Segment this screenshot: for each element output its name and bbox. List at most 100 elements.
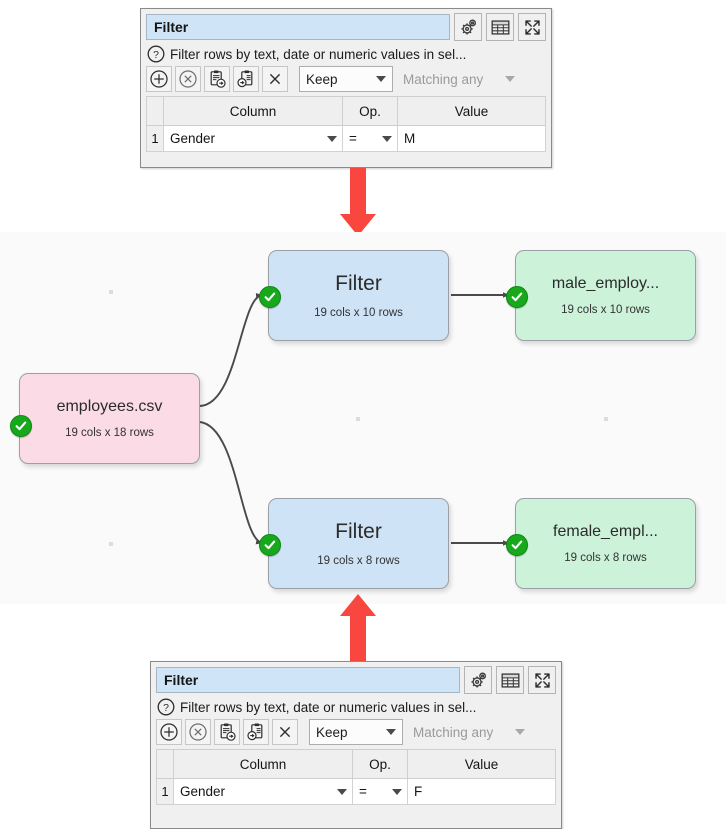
annotation-arrow-down <box>330 168 386 238</box>
cell-value[interactable]: F <box>407 778 556 805</box>
node-subtitle: 19 cols x 8 rows <box>317 555 400 568</box>
question-icon[interactable]: ? <box>147 45 165 63</box>
th-value[interactable]: Value <box>397 96 546 126</box>
copy-to-icon[interactable] <box>204 66 230 92</box>
filter-name-input[interactable]: Filter <box>146 14 450 40</box>
panel-description: Filter rows by text, date or numeric val… <box>170 46 467 62</box>
panel-toolbar-row: Keep Matching any <box>156 719 556 745</box>
match-mode-value: Matching any <box>413 724 494 740</box>
node-title: Filter <box>335 519 382 543</box>
cell-value-text: F <box>414 784 423 799</box>
node-filter-male[interactable]: Filter 19 cols x 10 rows <box>259 250 449 341</box>
chevron-down-icon <box>386 729 396 735</box>
table-header-row: Column Op. Value <box>146 96 546 126</box>
add-icon[interactable] <box>146 66 172 92</box>
table-row[interactable]: 1 Gender = M <box>146 125 546 152</box>
add-icon[interactable] <box>156 719 182 745</box>
question-icon[interactable]: ? <box>157 698 175 716</box>
panel-toolbar-row: Keep Matching any <box>146 66 546 92</box>
expand-icon[interactable] <box>518 13 546 41</box>
status-badge-ok <box>259 286 281 308</box>
keep-mode-value: Keep <box>316 724 348 740</box>
cell-column-value: Gender <box>170 131 216 146</box>
grid-dot <box>604 417 608 421</box>
th-column[interactable]: Column <box>163 96 343 126</box>
cell-value[interactable]: M <box>397 125 546 152</box>
node-male-employees-output[interactable]: male_employ... 19 cols x 10 rows <box>506 250 696 341</box>
cell-op-value: = <box>349 131 357 146</box>
match-mode-select[interactable]: Matching any <box>406 719 532 745</box>
panel-description: Filter rows by text, date or numeric val… <box>180 699 477 715</box>
filter-conditions-table: Column Op. Value 1 Gender <box>156 749 556 805</box>
panel-header-row: Filter <box>146 13 546 41</box>
panel-description-row: ? Filter rows by text, date or numeric v… <box>146 45 546 63</box>
table-row[interactable]: 1 Gender = F <box>156 778 556 805</box>
clear-icon[interactable] <box>262 66 288 92</box>
svg-text:?: ? <box>163 702 169 714</box>
remove-icon[interactable] <box>185 719 211 745</box>
grid-dot <box>109 542 113 546</box>
cell-value-text: M <box>404 131 416 146</box>
chevron-down-icon <box>505 76 515 82</box>
status-badge-ok <box>506 286 528 308</box>
table-icon[interactable] <box>496 666 524 694</box>
filter-panel-top[interactable]: Filter <box>140 8 552 168</box>
status-badge-ok <box>10 415 32 437</box>
chevron-down-icon <box>337 788 347 795</box>
chevron-down-icon <box>327 135 337 142</box>
keep-mode-select[interactable]: Keep <box>309 719 403 745</box>
filter-name-input[interactable]: Filter <box>156 667 460 693</box>
node-employees-csv[interactable]: employees.csv 19 cols x 18 rows <box>10 373 200 464</box>
keep-mode-value: Keep <box>306 71 338 87</box>
th-value[interactable]: Value <box>407 749 556 779</box>
node-subtitle: 19 cols x 8 rows <box>564 552 647 565</box>
match-mode-select[interactable]: Matching any <box>396 66 522 92</box>
status-badge-ok <box>259 534 281 556</box>
th-rownum <box>146 96 164 126</box>
chevron-down-icon <box>515 729 525 735</box>
panel-description-row: ? Filter rows by text, date or numeric v… <box>156 698 556 716</box>
node-title: Filter <box>335 271 382 295</box>
gear-icon[interactable] <box>464 666 492 694</box>
node-title: male_employ... <box>551 274 660 292</box>
node-title: employees.csv <box>56 397 163 415</box>
cell-column-value: Gender <box>180 784 226 799</box>
chevron-down-icon <box>392 788 402 795</box>
cell-op[interactable]: = <box>342 125 398 152</box>
match-mode-value: Matching any <box>403 71 484 87</box>
clear-icon[interactable] <box>272 719 298 745</box>
annotation-arrow-up <box>330 592 386 662</box>
gear-icon[interactable] <box>454 13 482 41</box>
cell-column[interactable]: Gender <box>163 125 343 152</box>
th-rownum <box>156 749 174 779</box>
status-badge-ok <box>506 534 528 556</box>
expand-icon[interactable] <box>528 666 556 694</box>
grid-dot <box>356 417 360 421</box>
th-column[interactable]: Column <box>173 749 353 779</box>
cell-op-value: = <box>359 784 367 799</box>
node-subtitle: 19 cols x 10 rows <box>561 304 650 317</box>
keep-mode-select[interactable]: Keep <box>299 66 393 92</box>
connector-layer <box>199 292 510 546</box>
filter-panel-bottom[interactable]: Filter <box>150 661 562 829</box>
th-op[interactable]: Op. <box>342 96 398 126</box>
chevron-down-icon <box>376 76 386 82</box>
remove-icon[interactable] <box>175 66 201 92</box>
table-icon[interactable] <box>486 13 514 41</box>
row-number: 1 <box>156 778 174 805</box>
cell-column[interactable]: Gender <box>173 778 353 805</box>
cell-op[interactable]: = <box>352 778 408 805</box>
paste-from-icon[interactable] <box>233 66 259 92</box>
node-filter-female[interactable]: Filter 19 cols x 8 rows <box>259 498 449 589</box>
paste-from-icon[interactable] <box>243 719 269 745</box>
node-title: female_empl... <box>553 522 658 540</box>
node-female-employees-output[interactable]: female_empl... 19 cols x 8 rows <box>506 498 696 589</box>
node-subtitle: 19 cols x 10 rows <box>314 307 403 320</box>
node-subtitle: 19 cols x 18 rows <box>65 427 154 440</box>
th-op[interactable]: Op. <box>352 749 408 779</box>
panel-header-row: Filter <box>156 666 556 694</box>
table-header-row: Column Op. Value <box>156 749 556 779</box>
copy-to-icon[interactable] <box>214 719 240 745</box>
flow-canvas[interactable]: employees.csv 19 cols x 18 rows Filter 1… <box>0 232 726 604</box>
chevron-down-icon <box>382 135 392 142</box>
